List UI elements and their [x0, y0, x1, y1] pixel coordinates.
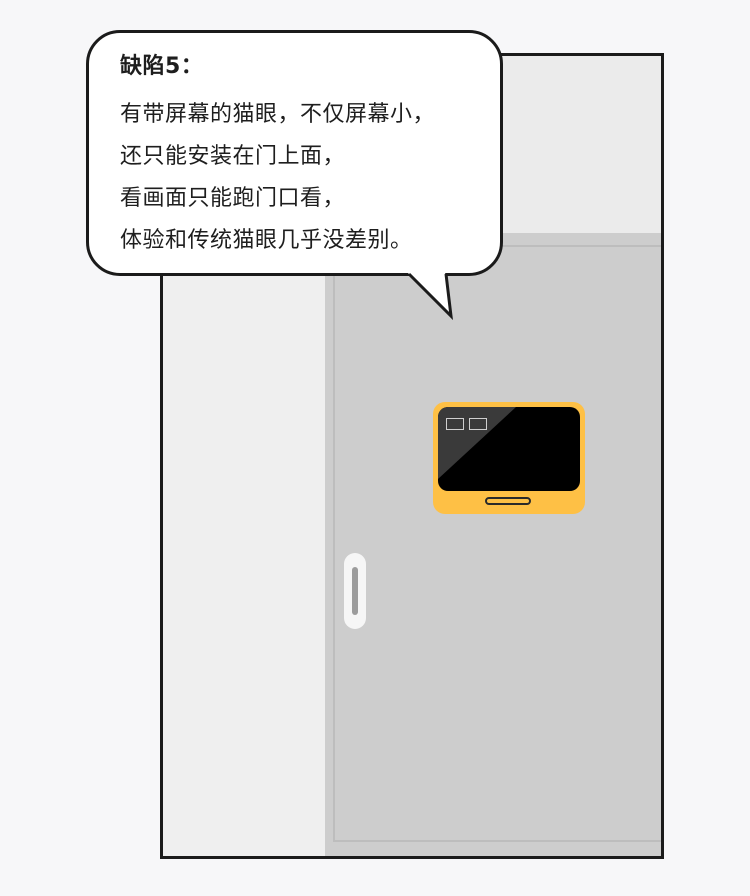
door	[325, 233, 661, 856]
smart-peephole-device	[433, 402, 585, 514]
door-handle	[344, 553, 366, 629]
door-inner-panel	[333, 245, 661, 842]
door-transom	[325, 56, 661, 233]
door-handle-slot	[352, 567, 358, 615]
door-frame	[160, 53, 664, 859]
screen-glare	[438, 407, 516, 479]
peephole-button	[485, 497, 531, 505]
peephole-screen	[438, 407, 580, 491]
window-icon	[469, 418, 487, 430]
wall-left	[163, 56, 325, 856]
window-icon	[446, 418, 464, 430]
